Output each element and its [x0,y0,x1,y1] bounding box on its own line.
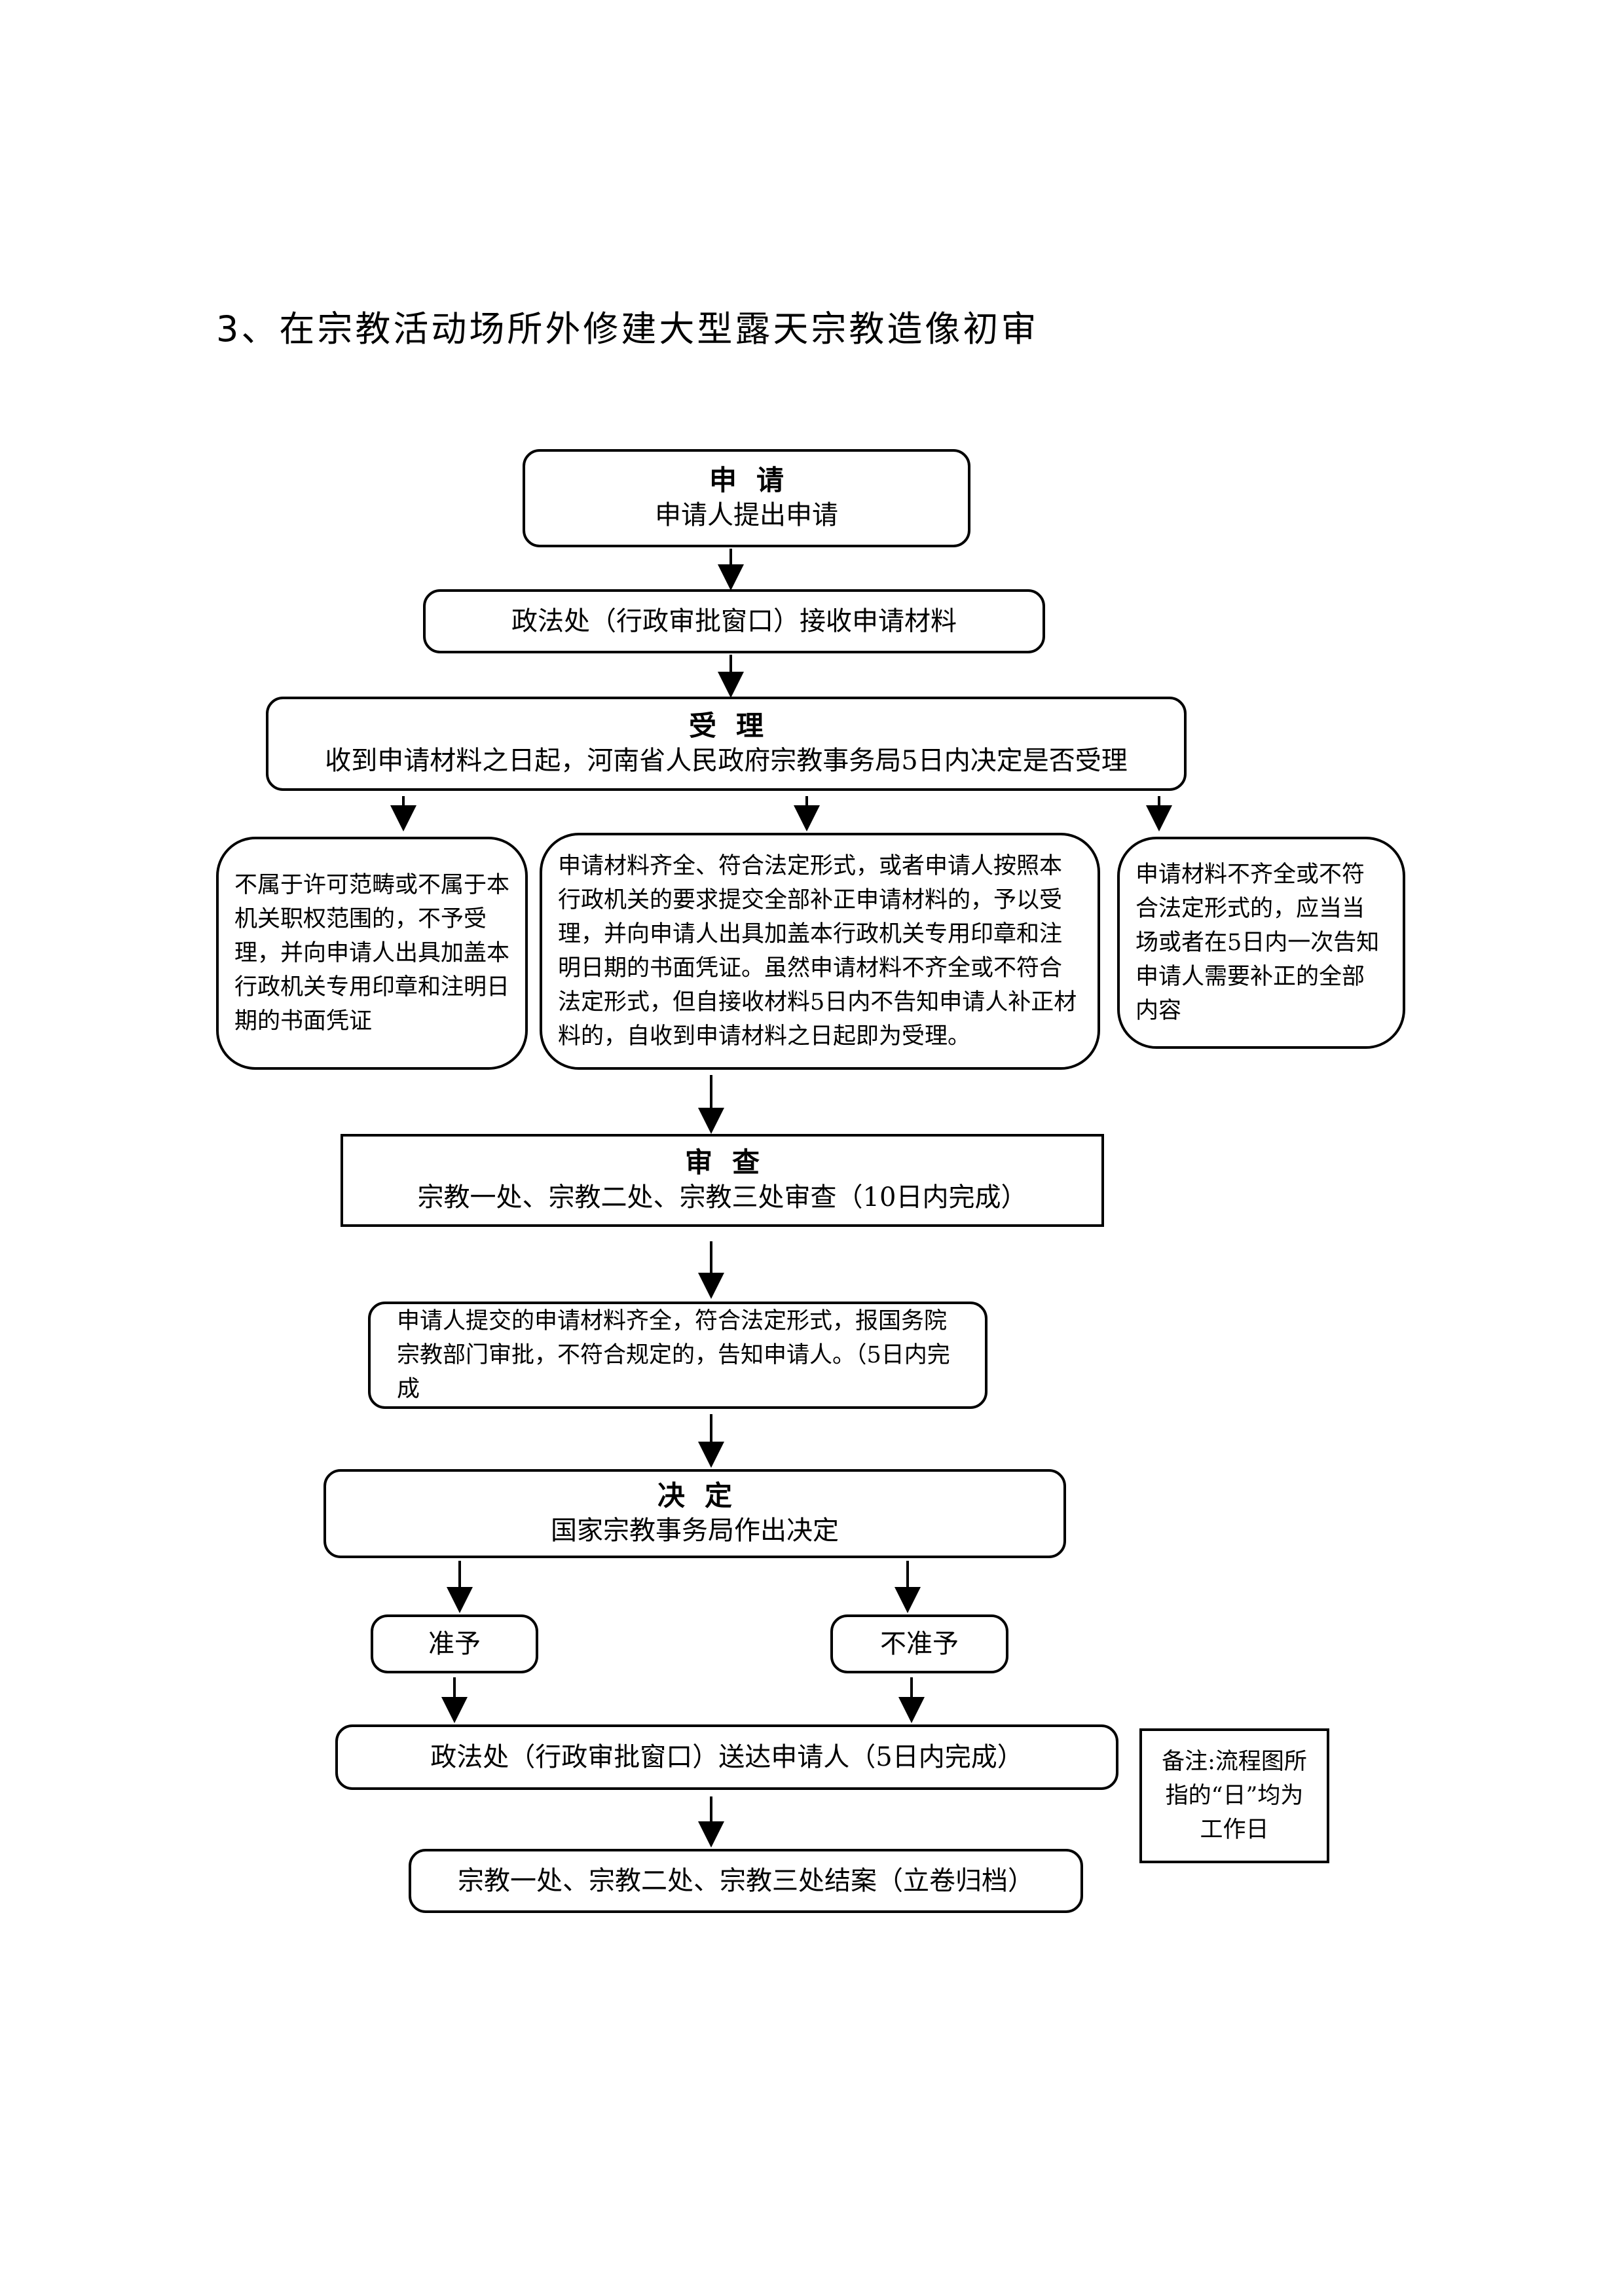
decision-text: 国家宗教事务局作出决定 [551,1516,839,1546]
branch-right-box: 申请材料不齐全或不符合法定形式的，应当当场或者在5日内一次告知申请人需要补正的全… [1117,837,1405,1049]
apply-text: 申请人提出申请 [655,500,838,530]
report-text: 申请人提交的申请材料齐全，符合法定形式，报国务院宗教部门审批，不符合规定的，告知… [397,1308,950,1402]
accept-box: 受理 收到申请材料之日起，河南省人民政府宗教事务局5日内决定是否受理 [266,697,1187,791]
approve-text: 准予 [428,1629,481,1659]
receive-text: 政法处（行政审批窗口）接收申请材料 [511,606,957,636]
archive-box: 宗教一处、宗教二处、宗教三处结案（立卷归档） [409,1849,1083,1913]
decision-box: 决定 国家宗教事务局作出决定 [323,1469,1066,1558]
page-title: 3、在宗教活动场所外修建大型露天宗教造像初审 [216,308,1039,350]
branch-right-text: 申请材料不齐全或不符合法定形式的，应当当场或者在5日内一次告知申请人需要补正的全… [1135,862,1380,1024]
branch-left-text: 不属于许可范畴或不属于本机关职权范围的，不予受理，并向申请人出具加盖本行政机关专… [234,872,510,1034]
review-box: 审查 宗教一处、宗教二处、宗教三处审查（10日内完成） [341,1134,1104,1227]
accept-heading: 受理 [688,710,783,742]
deliver-box: 政法处（行政审批窗口）送达申请人（5日内完成） [335,1724,1118,1790]
deliver-text: 政法处（行政审批窗口）送达申请人（5日内完成） [430,1742,1024,1772]
receive-box: 政法处（行政审批窗口）接收申请材料 [423,589,1045,653]
note-text: 备注:流程图所指的“日”均为工作日 [1162,1749,1307,1843]
report-box: 申请人提交的申请材料齐全，符合法定形式，报国务院宗教部门审批，不符合规定的，告知… [368,1302,987,1409]
reject-box: 不准予 [830,1614,1008,1673]
branch-middle-box: 申请材料齐全、符合法定形式，或者申请人按照本行政机关的要求提交全部补正申请材料的… [540,833,1100,1070]
review-heading: 审查 [684,1146,779,1178]
accept-text: 收到申请材料之日起，河南省人民政府宗教事务局5日内决定是否受理 [325,746,1128,776]
branch-left-box: 不属于许可范畴或不属于本机关职权范围的，不予受理，并向申请人出具加盖本行政机关专… [216,837,528,1070]
branch-middle-text: 申请材料齐全、符合法定形式，或者申请人按照本行政机关的要求提交全部补正申请材料的… [558,853,1077,1049]
apply-heading: 申请 [709,464,803,496]
review-text: 宗教一处、宗教二处、宗教三处审查（10日内完成） [417,1182,1027,1212]
apply-box: 申请 申请人提出申请 [523,449,970,547]
reject-text: 不准予 [880,1629,959,1659]
note-box: 备注:流程图所指的“日”均为工作日 [1139,1728,1329,1863]
archive-text: 宗教一处、宗教二处、宗教三处结案（立卷归档） [458,1866,1034,1896]
approve-box: 准予 [371,1614,538,1673]
decision-heading: 决定 [657,1480,752,1512]
